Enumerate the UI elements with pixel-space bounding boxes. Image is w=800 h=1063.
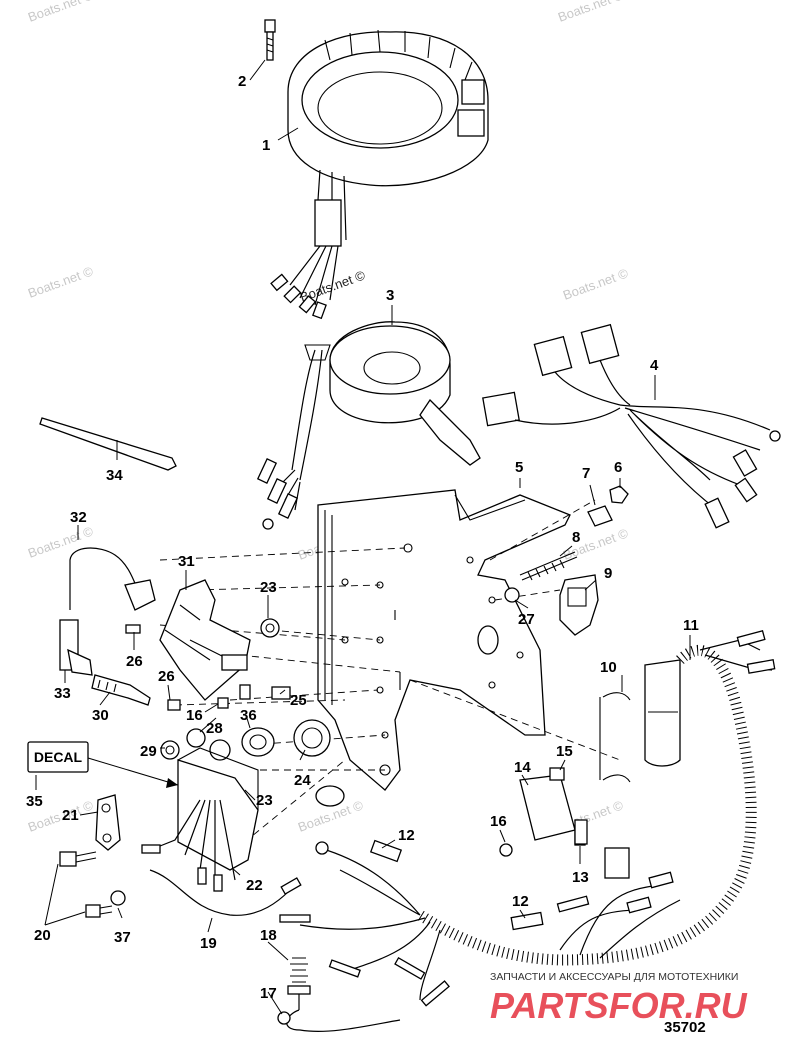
watermark-text: Boats.net © <box>561 265 631 303</box>
jumper-wire <box>149 869 302 916</box>
engine-harness-top <box>482 323 781 529</box>
callout-4: 4 <box>650 357 659 374</box>
mounting-bracket <box>95 794 121 851</box>
callout-23b: 23 <box>256 792 273 809</box>
watermark-text: Boats.net © <box>556 0 626 25</box>
callout-31: 31 <box>178 553 195 570</box>
callout-34: 34 <box>106 467 123 484</box>
callout-37: 37 <box>114 929 131 946</box>
callout-18: 18 <box>260 927 277 944</box>
trigger-assembly <box>256 321 481 530</box>
watermark-text: Boats.net © <box>26 263 96 301</box>
watermark-text: Boats.net © <box>26 523 96 561</box>
mounting-plate <box>317 489 571 791</box>
watermark-text: Boats.net © <box>26 0 96 25</box>
callout-20: 20 <box>34 927 51 944</box>
spark-plug-boot <box>59 619 93 676</box>
callout-16a: 16 <box>186 707 203 724</box>
callout-25: 25 <box>290 692 307 709</box>
stator-screw <box>264 19 276 61</box>
shop-logo: PARTSFOR.RU <box>490 985 748 1026</box>
callout-23a: 23 <box>260 579 277 596</box>
callout-29: 29 <box>140 743 157 760</box>
shop-tagline: ЗАПЧАСТИ И АКСЕССУАРЫ ДЛЯ МОТОТЕХНИКИ <box>490 971 738 983</box>
stator-assembly <box>270 29 489 320</box>
nut-and-clip <box>587 485 629 527</box>
decal-text: DECAL <box>34 749 83 765</box>
callout-9: 9 <box>604 565 612 582</box>
callout-28: 28 <box>206 720 223 737</box>
callout-33: 33 <box>54 685 71 702</box>
callout-14: 14 <box>514 759 531 776</box>
spark-plug <box>91 674 151 706</box>
callout-12b: 12 <box>512 893 529 910</box>
harness-sleeve <box>644 659 681 767</box>
callout-26b: 26 <box>158 668 175 685</box>
spark-plug-lead <box>69 547 156 611</box>
cable-tie <box>39 417 177 471</box>
callout-11: 11 <box>683 617 699 634</box>
relay-and-connectors <box>499 767 588 857</box>
switch-box <box>141 747 259 892</box>
callout-26a: 26 <box>126 653 143 670</box>
callout-24: 24 <box>294 772 311 789</box>
switch-bracket <box>559 574 599 636</box>
callout-32: 32 <box>70 509 87 526</box>
callout-22: 22 <box>246 877 263 894</box>
callout-numbers: 1 2 3 4 5 6 7 8 9 10 11 12 12 13 14 15 1… <box>26 73 699 1002</box>
callout-19: 19 <box>200 935 217 952</box>
callout-13: 13 <box>572 869 589 886</box>
callout-1: 1 <box>262 137 270 154</box>
callout-16b: 16 <box>490 813 507 830</box>
callout-10: 10 <box>600 659 617 676</box>
callout-3: 3 <box>386 287 394 304</box>
callout-36: 36 <box>240 707 257 724</box>
callout-30: 30 <box>92 707 109 724</box>
bracket-screws <box>59 851 126 918</box>
ignition-coil <box>159 579 251 701</box>
callout-8: 8 <box>572 529 580 546</box>
callout-27: 27 <box>518 611 535 628</box>
figure-number: 35702 <box>664 1019 706 1036</box>
callout-7: 7 <box>582 465 590 482</box>
callout-12a: 12 <box>398 827 415 844</box>
callout-leaders <box>44 59 691 1015</box>
callout-2: 2 <box>238 73 246 90</box>
callout-35: 35 <box>26 793 43 810</box>
clamp <box>599 692 631 783</box>
callout-5: 5 <box>515 459 523 476</box>
spring-and-screw <box>504 551 578 603</box>
callout-21: 21 <box>62 807 79 824</box>
decal-label: DECAL <box>27 741 179 788</box>
shop-watermark: ЗАПЧАСТИ И АКСЕССУАРЫ ДЛЯ МОТОТЕХНИКИ PA… <box>490 971 748 1026</box>
main-harness <box>279 629 776 1007</box>
callout-6: 6 <box>614 459 622 476</box>
callout-17: 17 <box>260 985 277 1002</box>
callout-15: 15 <box>556 743 573 760</box>
ground-connector <box>277 957 401 1032</box>
